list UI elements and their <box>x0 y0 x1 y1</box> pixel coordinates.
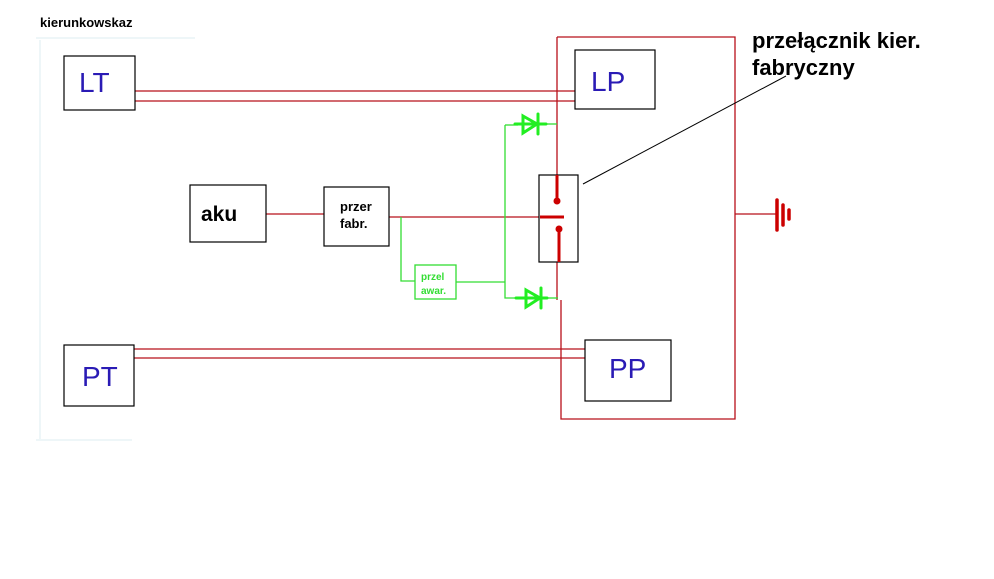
przel-awar-line2: awar. <box>421 286 446 297</box>
lt-label: LT <box>79 67 110 98</box>
annotation-line1: przełącznik kier. <box>752 28 921 53</box>
przel-awar-line1: przel <box>421 272 445 283</box>
ground-icon <box>775 198 791 232</box>
lt-box <box>63 55 136 111</box>
aku-box <box>189 184 267 243</box>
pp-label: PP <box>609 353 646 384</box>
przer-fabr-box <box>323 186 390 247</box>
diagram-title: kierunkowskaz <box>40 15 133 30</box>
pt-box <box>63 344 135 407</box>
annotation-leader <box>582 75 787 185</box>
faint-frame <box>36 37 195 441</box>
przer-fabr-line1: przer <box>340 199 372 214</box>
diode-upper-icon <box>513 112 548 136</box>
wire-awar-bus <box>504 125 518 299</box>
lp-box <box>574 49 656 110</box>
wire-przer-awar-in <box>400 217 415 282</box>
lp-label: LP <box>591 66 625 97</box>
pt-label: PT <box>82 361 118 392</box>
pp-box <box>584 339 672 402</box>
switch-icon <box>540 175 564 262</box>
switch-enclosure <box>557 36 736 420</box>
przel-awar-box <box>414 264 457 300</box>
aku-label: aku <box>201 203 237 226</box>
annotation-line2: fabryczny <box>752 55 855 80</box>
diode-lower-icon <box>514 286 549 310</box>
przer-fabr-line2: fabr. <box>340 216 367 231</box>
